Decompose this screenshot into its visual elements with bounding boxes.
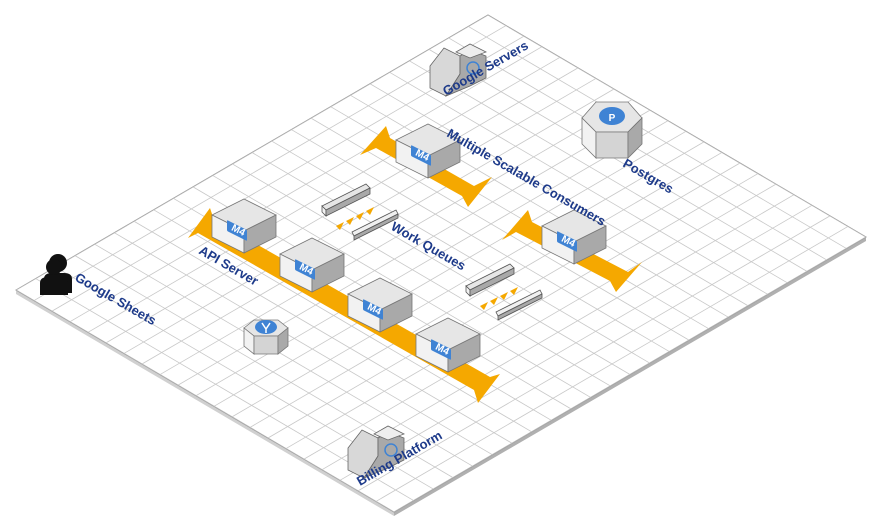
grid-line bbox=[114, 232, 493, 456]
grid-line bbox=[231, 141, 705, 418]
grid-line bbox=[468, 26, 847, 249]
board-edge bbox=[16, 290, 394, 516]
grid-line bbox=[212, 175, 591, 398]
postgres-badge: P bbox=[609, 113, 616, 124]
grid-line bbox=[369, 83, 749, 307]
fork-icon bbox=[243, 319, 289, 355]
grid-line bbox=[153, 209, 532, 433]
grid-line bbox=[487, 15, 866, 238]
google-servers-icon bbox=[429, 43, 487, 97]
grid-line bbox=[251, 152, 631, 375]
grid-line bbox=[267, 162, 741, 439]
grid-line bbox=[375, 226, 849, 502]
grid-line bbox=[357, 215, 831, 492]
grid-line bbox=[409, 60, 788, 284]
grid-line bbox=[393, 236, 866, 512]
grid-line bbox=[249, 152, 723, 428]
grid-line bbox=[33, 25, 507, 301]
user-icon bbox=[40, 254, 72, 295]
grid-line bbox=[133, 220, 513, 444]
grid-line bbox=[16, 289, 395, 512]
grid-line bbox=[159, 99, 633, 375]
grid-line bbox=[291, 129, 670, 352]
grid-line bbox=[87, 56, 561, 333]
grid-line bbox=[94, 243, 473, 467]
grid-line bbox=[339, 204, 813, 481]
billing-platform-icon bbox=[347, 425, 405, 479]
grid-line bbox=[448, 37, 827, 261]
grid-line bbox=[16, 15, 489, 291]
grid-line bbox=[303, 183, 777, 460]
grid-line bbox=[285, 173, 759, 449]
grid-line bbox=[232, 163, 611, 387]
grid-line bbox=[69, 46, 543, 323]
grid-line bbox=[271, 140, 650, 364]
grid-line bbox=[389, 71, 768, 295]
grid-line bbox=[310, 117, 690, 341]
grid-line bbox=[321, 194, 795, 471]
postgres-db-icon: P bbox=[581, 101, 643, 159]
grid-line bbox=[213, 130, 687, 407]
grid-line bbox=[428, 49, 808, 272]
